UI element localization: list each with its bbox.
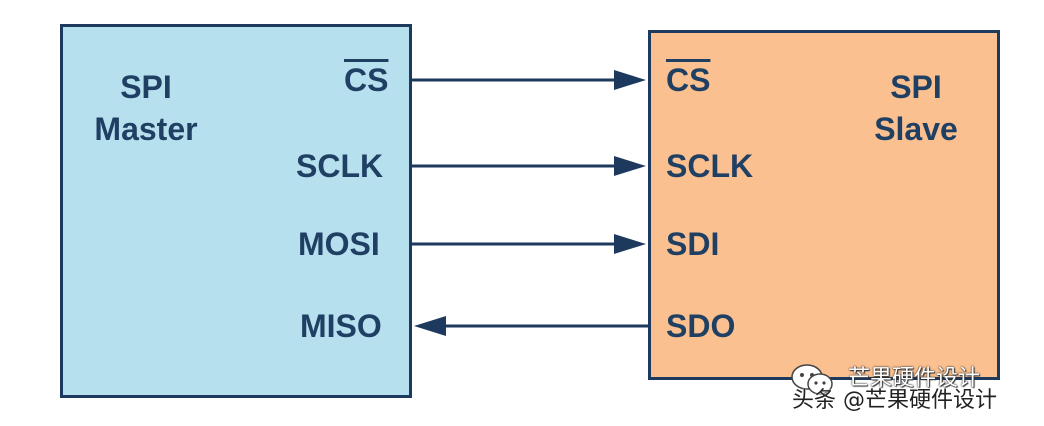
slave-pin-sdo: SDO xyxy=(666,308,736,344)
slave-pin-sclk: SCLK xyxy=(666,148,754,184)
arrowhead-miso xyxy=(414,316,446,336)
master-title: SPI Master xyxy=(76,66,216,150)
master-pin-sclk: SCLK xyxy=(296,148,384,184)
slave-pin-sdi: SDI xyxy=(666,226,720,262)
master-title-line2: Master xyxy=(94,111,198,147)
master-title-line1: SPI xyxy=(120,69,172,105)
master-pin-cs: CS xyxy=(344,62,389,98)
master-pin-miso: MISO xyxy=(300,308,382,344)
watermark-line2: 头条 @芒果硬件设计 xyxy=(792,388,997,413)
wechat-bubble-icon xyxy=(791,364,833,395)
arrowhead-cs xyxy=(614,70,646,90)
spi-master-block xyxy=(60,24,412,398)
arrowhead-sclk xyxy=(614,156,646,176)
arrowhead-sdi xyxy=(614,234,646,254)
watermark-line1: 芒果硬件设计 xyxy=(848,366,981,391)
slave-title: SPI Slave xyxy=(846,66,986,150)
master-pin-mosi: MOSI xyxy=(298,226,380,262)
slave-title-line2: Slave xyxy=(874,111,958,147)
slave-title-line1: SPI xyxy=(890,69,942,105)
slave-pin-cs: CS xyxy=(666,62,711,98)
